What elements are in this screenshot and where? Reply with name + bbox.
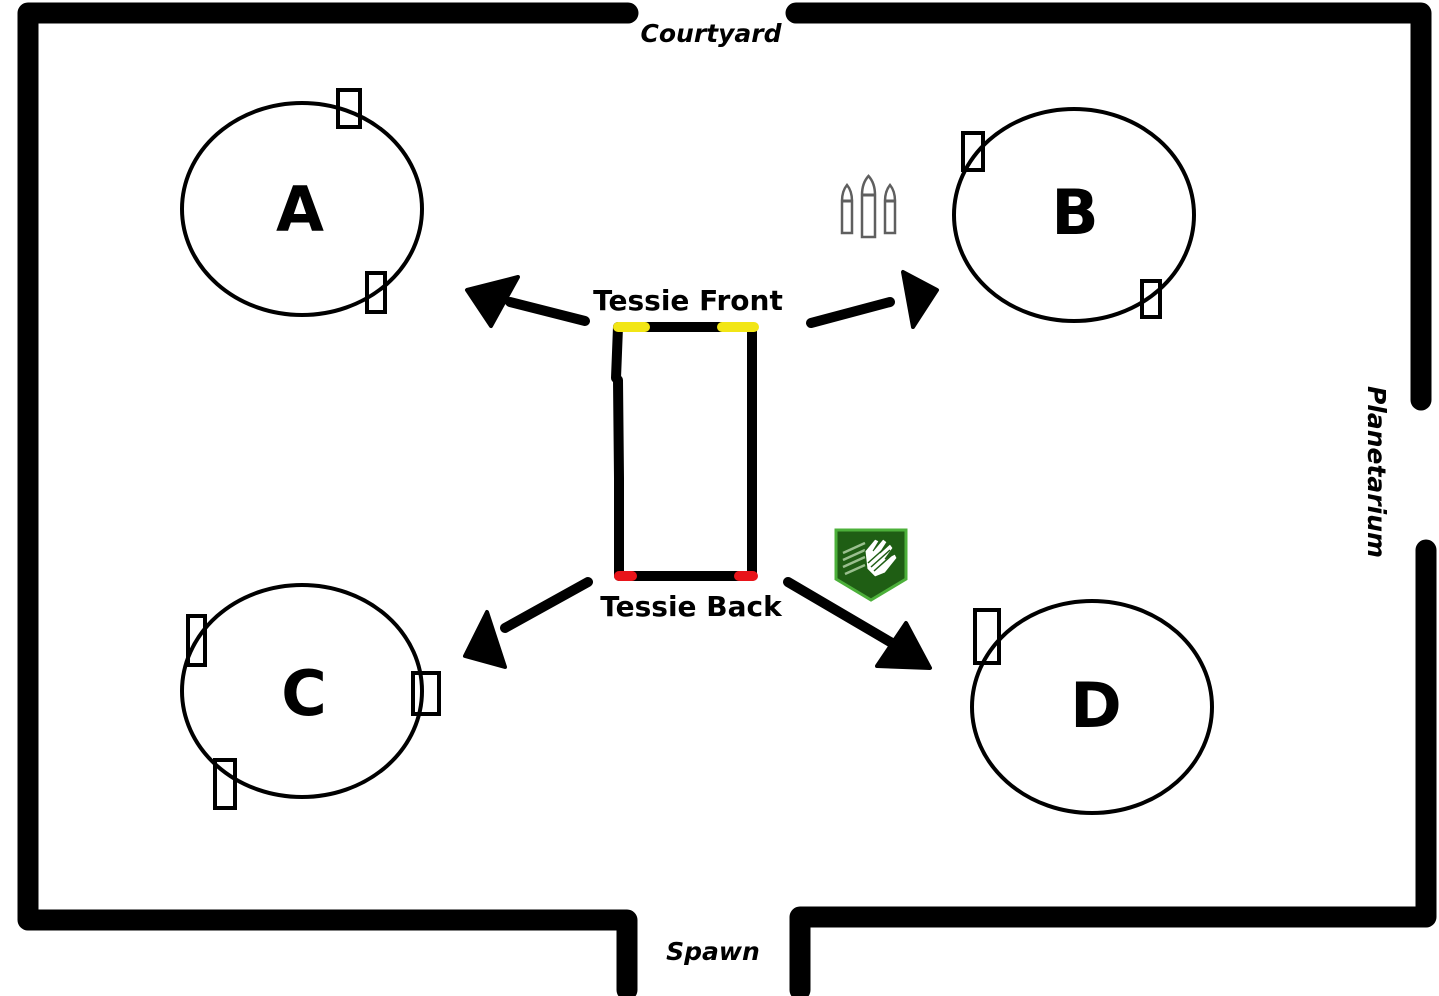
room-a-marker (336, 88, 362, 129)
speed-cola-perk-icon (834, 528, 908, 602)
room-c: C (180, 583, 441, 810)
room-a-label: A (276, 173, 324, 246)
room-b: B (952, 107, 1196, 323)
room-c-label: C (281, 657, 327, 730)
wall-top-right (785, 2, 1432, 411)
room-c-marker (411, 671, 441, 716)
exit-label-planetarium: Planetarium (1362, 386, 1391, 558)
arrow-to-c (463, 577, 593, 669)
tessie-front-label: Tessie Front (593, 284, 783, 317)
room-b-marker (961, 131, 985, 172)
arrow-to-a (465, 275, 590, 328)
room-c-circle (180, 583, 424, 799)
room-b-label: B (1051, 176, 1098, 249)
wall-bottom-right (789, 539, 1437, 996)
tessie-outline (611, 322, 757, 581)
room-d-circle (970, 599, 1214, 815)
room-a: A (180, 88, 424, 317)
room-a-marker (365, 271, 387, 314)
room-b-marker (1140, 279, 1162, 319)
walls (17, 2, 1437, 996)
exit-label-courtyard: Courtyard (641, 19, 783, 48)
arrow-to-d (783, 577, 932, 670)
room-b-circle (952, 107, 1196, 323)
room-d-label: D (1070, 669, 1121, 742)
room-c-marker (213, 758, 237, 810)
arrow-to-b (806, 270, 939, 329)
direction-arrows (463, 270, 939, 670)
tessie-back-label: Tessie Back (600, 590, 783, 623)
exit-label-spawn: Spawn (666, 937, 760, 966)
room-c-marker (186, 614, 207, 667)
room-d: D (970, 599, 1214, 815)
tessie-bus: Tessie Front Tessie Back (593, 284, 783, 623)
wall-top-left (17, 2, 639, 996)
room-d-marker (973, 608, 1001, 665)
room-a-circle (180, 101, 424, 317)
ammo-bullets-icon (840, 174, 897, 239)
